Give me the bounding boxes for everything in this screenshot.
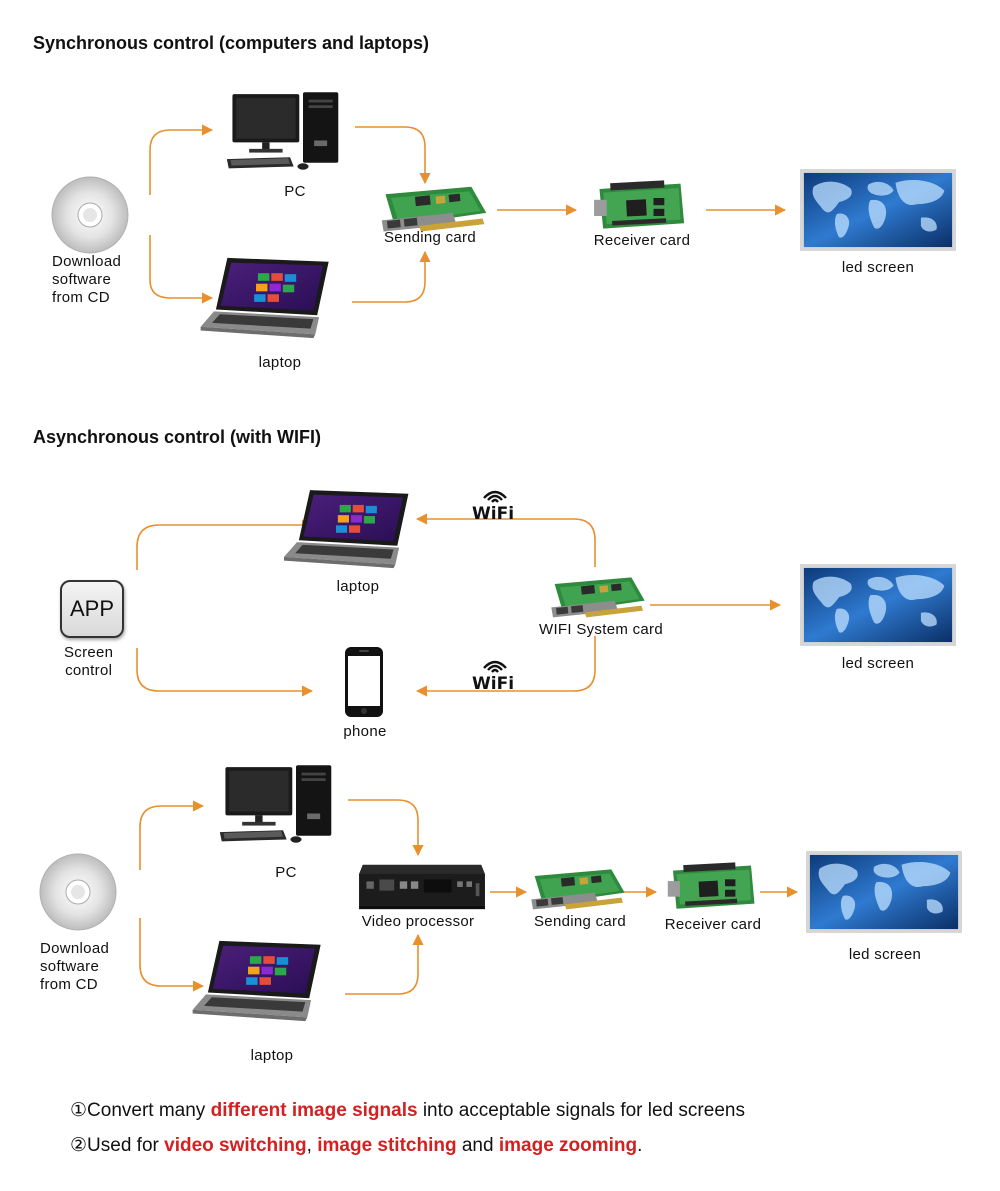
note-highlight: different image signals (210, 1100, 418, 1121)
card-to-laptop-wifi-arrow (415, 513, 596, 567)
laptop-label: laptop (258, 354, 302, 371)
led-screen-icon (806, 848, 962, 936)
cd-icon (50, 175, 130, 255)
wifi-system-card-label: WIFI System card (539, 621, 663, 638)
section1-title: Synchronous control (computers and lapto… (33, 33, 430, 53)
cd-label-line3: from CD (52, 289, 110, 306)
wifi-icon (480, 488, 510, 504)
cd-to-pc-arrow (139, 800, 205, 870)
note-text: ①Convert many (70, 1100, 211, 1121)
laptop-label: laptop (336, 578, 380, 595)
receiver-card-icon (664, 862, 760, 914)
cd-label: Download software from CD (52, 253, 121, 307)
cd-label-line1: Download (52, 253, 122, 270)
led-screen-icon (800, 563, 956, 647)
sending-card-label: Sending card (534, 913, 626, 930)
sending-card-icon (528, 866, 628, 916)
app-to-phone-arrow (136, 648, 314, 697)
sending-card-label: Sending card (384, 229, 476, 246)
app-label-line2: control (65, 662, 113, 679)
receiver-card-label: Receiver card (593, 232, 691, 249)
cd-label-line2: software (40, 958, 100, 975)
phone-icon (344, 646, 384, 718)
laptop-icon (284, 488, 414, 572)
phone-label: phone (343, 723, 387, 740)
note-text: , (306, 1135, 318, 1156)
note-highlight: video switching (164, 1135, 307, 1156)
receiver-card-icon (590, 180, 690, 234)
cd-label-line2: software (52, 271, 112, 288)
note-text: and (456, 1135, 499, 1156)
cd-to-laptop-arrow (149, 235, 214, 304)
pc-label: PC (284, 183, 306, 200)
cd-icon (38, 852, 118, 932)
app-label: Screen control (64, 644, 113, 680)
led-screen-label: led screen (841, 259, 915, 276)
cd-to-laptop-arrow (139, 918, 205, 992)
pc-icon (225, 92, 355, 176)
app-icon: APP (60, 580, 124, 638)
led-screen-label: led screen (848, 946, 922, 963)
laptop-icon (192, 939, 327, 1025)
cd-to-pc-arrow (149, 124, 214, 195)
note-highlight: image zooming (498, 1135, 638, 1156)
cd-label: Download software from CD (40, 940, 109, 994)
note-1: ①Convert many different image signals in… (70, 1099, 745, 1122)
pc-to-sendcard-arrow (355, 126, 431, 185)
wifi-icon (480, 658, 510, 674)
section2-title: Asynchronous control (with WIFI) (33, 427, 321, 447)
note-text: . (637, 1135, 643, 1156)
note-text: into acceptable signals for led screens (417, 1100, 745, 1121)
wifi-badge: WiFi (472, 488, 514, 524)
video-processor-icon (355, 861, 489, 911)
pc-icon (218, 765, 348, 849)
cd-label-line3: from CD (40, 976, 98, 993)
card-to-phone-wifi-arrow (415, 636, 596, 697)
note-2: ②Used for video switching, image stitchi… (70, 1134, 642, 1157)
wifi-text: WiFi (472, 504, 515, 524)
app-label-line1: Screen (64, 644, 114, 661)
app-to-laptop-arrow (136, 519, 314, 570)
laptop-icon (200, 256, 335, 342)
pc-to-videoproc-arrow (348, 799, 424, 857)
wifi-system-card-icon (548, 574, 648, 624)
led-screen-icon (800, 168, 956, 252)
video-processor-label: Video processor (361, 913, 475, 930)
note-text: ②Used for (70, 1135, 165, 1156)
laptop-label: laptop (250, 1047, 294, 1064)
wifi-badge: WiFi (472, 658, 514, 694)
wifi-text: WiFi (472, 674, 515, 694)
laptop-to-sendcard-arrow (352, 250, 431, 303)
cd-label-line1: Download (40, 940, 110, 957)
receiver-card-label: Receiver card (664, 916, 762, 933)
pc-label: PC (275, 864, 297, 881)
note-highlight: image stitching (317, 1135, 457, 1156)
led-screen-label: led screen (841, 655, 915, 672)
laptop-to-videoproc-arrow (345, 933, 424, 995)
